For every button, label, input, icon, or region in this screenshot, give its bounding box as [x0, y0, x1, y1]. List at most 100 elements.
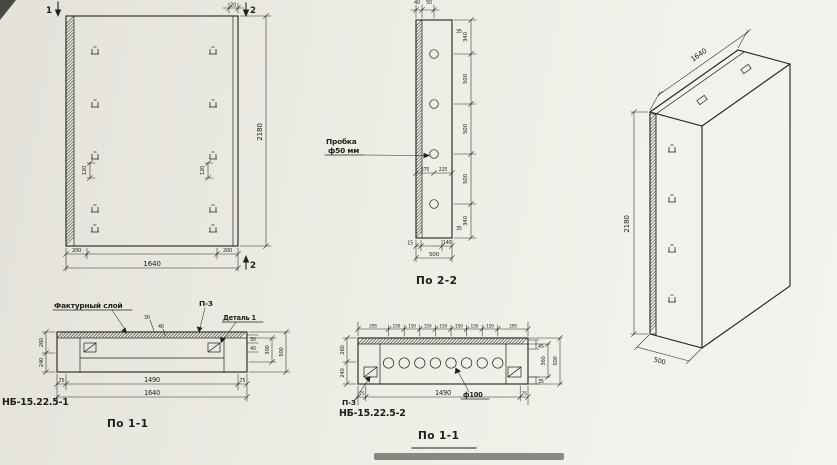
anchor-mark [90, 151, 100, 160]
right-small-a-label: 45 [538, 344, 544, 350]
scan-artifact-corner [0, 0, 16, 20]
texture-layer-label: Фактурный слой [54, 301, 123, 310]
plug-note-line1: Пробка [326, 137, 357, 146]
iso-depth-label: 500 [653, 356, 667, 367]
chain-label: 500 [463, 73, 469, 84]
dim-plug-front-label: 275 [421, 167, 430, 173]
front-view-dimensions: 2180 200 200 1640 20 120 120 [63, 3, 272, 272]
iso-height-label: 2180 [622, 215, 631, 233]
dim-span-label: 1490 [144, 376, 160, 384]
section-1-1-view-b: 295 150 150 150 150 150 150 150 295 260 … [339, 321, 563, 449]
top-chain-label: 150 [424, 324, 432, 330]
dim-joint-label: 20 [230, 3, 236, 9]
isometric-view: 1640 2180 500 [622, 29, 791, 367]
dim-edge-left-label: 200 [72, 248, 81, 254]
void-hole [429, 357, 441, 369]
section-2-2-view: 40 50 340 500 500 500 340 35 35 275 225 … [324, 0, 477, 287]
section-1-1-view-a: Фактурный слой П-3 Деталь 1 30 40 30 40 … [2, 299, 291, 430]
void-hole [445, 357, 457, 369]
dim-bottom-small-b-label: 140 [443, 240, 452, 246]
anchor-mark [667, 244, 677, 253]
dim-layer-a-label: 30 [144, 315, 150, 321]
top-chain-label: 150 [471, 324, 479, 330]
anchor-mark [208, 204, 218, 213]
top-chain-label: 150 [439, 324, 447, 330]
dim-edge-right-label: 75 [240, 378, 246, 384]
anchor-mark [90, 224, 100, 233]
section-1-1-a-dimensions: 30 40 30 40 260 240 300 500 75 1490 75 1… [39, 315, 291, 402]
void-hole [492, 357, 504, 369]
void-hole [398, 357, 410, 369]
detail-label: Деталь 1 [223, 314, 257, 322]
hole-note: ф100 [454, 367, 490, 400]
chain-label: 340 [463, 31, 469, 42]
chain-label: 500 [463, 123, 469, 134]
dim-layer-b-label: 40 [158, 324, 164, 330]
chain-label: 340 [463, 215, 469, 226]
top-chain-label: 295 [509, 324, 517, 330]
right-small-b-label: 35 [538, 379, 544, 385]
dim-width-total-label: 1640 [144, 389, 160, 397]
p3-label: П-3 [342, 398, 356, 407]
section-cut-marks: 1 2 2 [46, 1, 256, 271]
dim-side-top-label: 35 [456, 29, 462, 35]
cut-mark-2-top-label: 2 [250, 6, 256, 16]
plug-note: Пробка ф50 мм [324, 137, 430, 159]
section-1-1-b-caption: По 1-1 [418, 430, 459, 442]
section-2-2-dimensions: 40 50 340 500 500 500 340 35 35 275 225 … [407, 0, 477, 263]
p3-note: П-3 [342, 376, 371, 407]
cut-mark-2-bottom-label: 2 [250, 261, 256, 271]
dim-side-bottom-label: 35 [456, 226, 462, 232]
dim-bottom-small-a-label: 15 [407, 241, 413, 247]
isometric-dimensions: 1640 2180 500 [622, 29, 751, 367]
anchor-mark [667, 194, 677, 203]
section-1-1-b-dimensions: 295 150 150 150 150 150 150 150 295 260 … [340, 321, 563, 406]
void-holes [383, 357, 504, 369]
top-chain-label: 150 [393, 324, 401, 330]
anchor-mark [90, 99, 100, 108]
dim-top-plug-label: 50 [426, 0, 432, 6]
dim-depth-total-label: 500 [429, 252, 440, 258]
p3-label: П-3 [199, 299, 213, 308]
hole-diameter-label: ф100 [463, 391, 483, 399]
detail-note: Деталь 1 [219, 314, 264, 343]
top-chain-label: 295 [369, 324, 377, 330]
top-chain-label: 150 [408, 324, 416, 330]
anchor-mark [90, 204, 100, 213]
scan-artifact-band [374, 453, 564, 460]
anchor-mark [208, 99, 218, 108]
dim-span-label: 1490 [435, 389, 451, 397]
lifting-slot [740, 63, 752, 75]
left-chain-bottom-label: 240 [39, 358, 45, 367]
dim-height-label: 2180 [255, 123, 264, 141]
right-small-a-label: 30 [250, 337, 256, 343]
left-chain-top-label: 260 [39, 338, 45, 347]
anchor-mark [90, 46, 100, 55]
right-small-b-label: 40 [250, 346, 256, 352]
right-chain-total-label: 500 [553, 356, 559, 365]
anchor-mark [208, 46, 218, 55]
right-chain-inner-label: 300 [265, 345, 271, 354]
iso-width-label: 1640 [689, 46, 709, 64]
top-chain-label: 150 [486, 324, 494, 330]
part-mark-b: НБ-15.22.5-2 [339, 408, 406, 419]
texture-layer-note: Фактурный слой [52, 301, 133, 334]
plug-note-line2: ф50 мм [328, 146, 359, 155]
left-chain-bottom-label: 240 [340, 368, 346, 377]
void-hole [383, 357, 395, 369]
lifting-anchor-marks [90, 46, 218, 233]
right-chain-inner-label: 360 [541, 356, 547, 365]
anchor-mark [208, 224, 218, 233]
lifting-slot [696, 94, 708, 106]
plug-hole [429, 49, 439, 59]
void-hole [461, 357, 473, 369]
chain-label: 500 [463, 173, 469, 184]
top-chain-label: 150 [455, 324, 463, 330]
embedded-detail [363, 366, 522, 378]
plug-hole [429, 99, 439, 109]
dim-edge-right-label: 200 [223, 248, 232, 254]
anchor-mark [208, 151, 218, 160]
part-mark-a: НБ-15.22.5-1 [2, 397, 69, 408]
